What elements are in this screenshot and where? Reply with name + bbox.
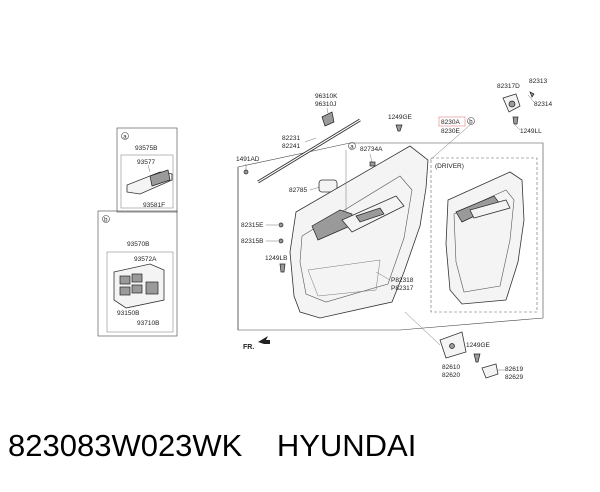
inner-handle-bezel [355, 207, 385, 223]
label-82785: 82785 [289, 187, 307, 194]
inset-a-marker [121, 132, 129, 140]
highlight-8230A [438, 116, 466, 127]
screw-1249LL [512, 116, 519, 125]
label-82629: 82629 [505, 374, 523, 381]
main-assembly: 96310K 96310J 1249GE 8230A 8230E b 82317… [236, 78, 552, 381]
label-1249GE-top: 1249GE [388, 114, 413, 121]
screw-82313 [529, 91, 535, 98]
label-8230A: 8230A [441, 119, 460, 126]
label-82241: 82241 [282, 143, 300, 150]
label-P82318: P82318 [391, 277, 414, 284]
callout-b [467, 117, 475, 125]
label-82315E: 82315E [241, 222, 264, 229]
label-1249LB: 1249LB [265, 255, 287, 262]
cover-82619 [481, 363, 499, 379]
inset-b-inner [106, 251, 174, 333]
label-82620: 82620 [442, 372, 460, 379]
callout-a [348, 142, 356, 150]
door-trim-contour [299, 175, 413, 303]
footer-part-number: 823083W023WK [8, 428, 243, 463]
label-front: FR. [243, 344, 254, 351]
label-82315B: 82315B [241, 238, 263, 245]
label-93575B: 93575B [135, 145, 157, 152]
map-pocket [307, 259, 381, 297]
callout-b-letter: b [469, 119, 473, 125]
inset-a-letter: a [123, 134, 127, 140]
callout-a-letter: a [350, 144, 354, 150]
label-82734A: 82734A [360, 146, 383, 153]
label-93570B: 93570B [127, 241, 149, 248]
inset-b-frame [97, 210, 178, 337]
inset-a-inner [120, 154, 174, 209]
label-93572A: 93572A [134, 256, 157, 263]
label-driver: (DRIVER) [435, 163, 464, 170]
label-96310J: 96310J [315, 101, 336, 108]
inset-a: a 93575B 93577 93581F [116, 127, 178, 213]
driver-variant-box [430, 157, 538, 313]
screw-1249GE-top [395, 124, 403, 132]
inset-b-letter: b [104, 217, 108, 223]
label-1491AD: 1491AD [236, 156, 260, 163]
label-82313: 82313 [529, 78, 547, 85]
switch-a [149, 169, 171, 187]
label-1249LL: 1249LL [520, 128, 542, 135]
footer-caption: 823083W023WK HYUNDAI [8, 428, 416, 464]
label-1249GE-bottom: 1249GE [466, 342, 491, 349]
screw-1249GE-bottom [473, 353, 481, 363]
pull-handle-82785 [318, 179, 338, 193]
label-82317D: 82317D [497, 83, 520, 90]
label-93710B: 93710B [137, 320, 159, 327]
label-82619: 82619 [505, 366, 523, 373]
label-82231: 82231 [282, 135, 300, 142]
label-93581F: 93581F [143, 202, 165, 209]
inset-b: b 93570B 93572A 93150B 93710B [97, 210, 178, 337]
label-93150B: 93150B [117, 310, 139, 317]
footer-brand: HYUNDAI [276, 428, 417, 463]
screw-1249LB [279, 263, 286, 273]
clip-96310 [321, 111, 335, 127]
inset-b-marker [102, 215, 110, 223]
clip-1491AD [243, 169, 249, 175]
label-82610: 82610 [442, 364, 460, 371]
label-93577: 93577 [137, 159, 155, 166]
part-82734A [369, 161, 376, 167]
label-82314: 82314 [534, 101, 552, 108]
inset-a-frame [116, 127, 178, 213]
label-96310K: 96310K [315, 93, 338, 100]
label-P82317: P82317 [391, 285, 414, 292]
label-8230E: 8230E [441, 128, 460, 135]
driver-door-trim [445, 171, 525, 305]
front-arrow-icon [258, 336, 270, 344]
door-trim-panel [289, 145, 429, 319]
